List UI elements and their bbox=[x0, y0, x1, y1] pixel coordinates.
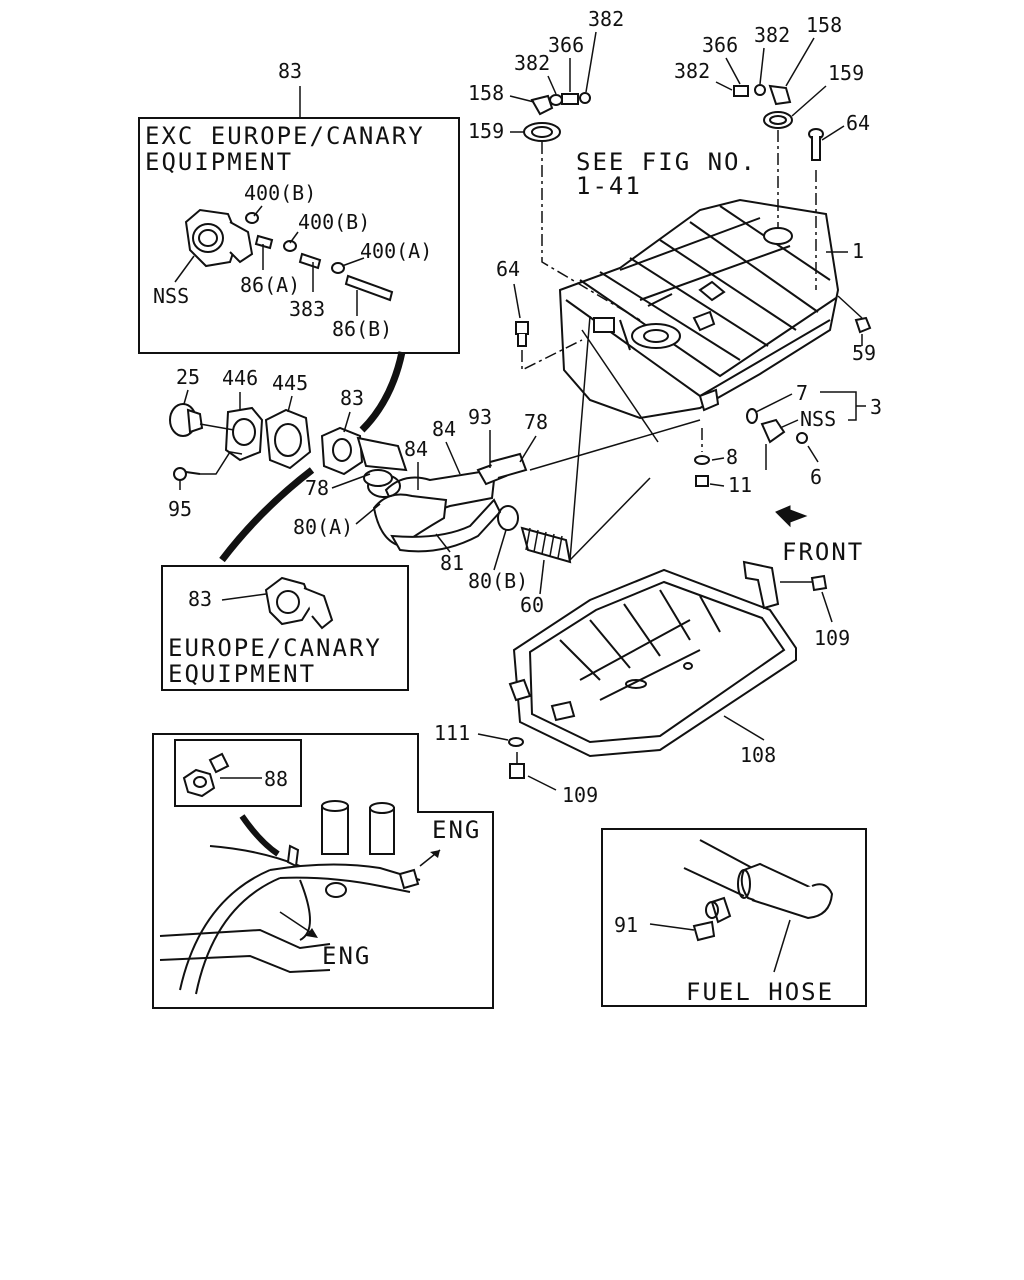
callout-159-b: 159 bbox=[828, 61, 864, 85]
callout-382-d: 382 bbox=[674, 59, 710, 83]
eng-label-lower: ENG bbox=[322, 942, 371, 970]
inset-engine-clip-frame bbox=[174, 739, 302, 807]
callout-86a: 86(A) bbox=[240, 273, 300, 297]
hose-clamps-part bbox=[245, 212, 394, 302]
nut-59-part bbox=[854, 316, 872, 334]
callout-11: 11 bbox=[728, 473, 752, 497]
callout-83-top: 83 bbox=[278, 59, 302, 83]
front-label: FRONT bbox=[782, 538, 864, 566]
callout-446: 446 bbox=[222, 366, 258, 390]
callout-nss: NSS bbox=[800, 407, 836, 431]
see-fig-line-2: 1-41 bbox=[576, 172, 642, 200]
clip-88-part bbox=[182, 752, 230, 798]
callout-81: 81 bbox=[440, 551, 464, 575]
inset-europe-title-2: EQUIPMENT bbox=[168, 660, 316, 688]
callout-400a: 400(A) bbox=[360, 239, 432, 263]
callout-83-europe: 83 bbox=[188, 587, 212, 611]
washer-8-part bbox=[694, 455, 710, 465]
callout-1: 1 bbox=[852, 239, 864, 263]
filler-housing-part bbox=[184, 208, 254, 268]
callout-108: 108 bbox=[740, 743, 776, 767]
europe-filler-housing-part bbox=[264, 576, 334, 630]
callout-382-c: 382 bbox=[754, 23, 790, 47]
hose-60-part bbox=[520, 526, 572, 564]
bolt-64-left bbox=[515, 321, 529, 347]
see-fig-line-1: SEE FIG NO. bbox=[576, 148, 757, 176]
callout-159-a: 159 bbox=[468, 119, 504, 143]
callout-6: 6 bbox=[810, 465, 822, 489]
inset-europe: 83 EUROPE/CANARY EQUIPMENT bbox=[161, 565, 409, 691]
callout-111: 111 bbox=[434, 721, 470, 745]
bolt-109-lower bbox=[509, 752, 525, 779]
inset-fuel-hose-frame bbox=[601, 828, 867, 1007]
callout-88: 88 bbox=[264, 767, 288, 791]
callout-109-upper: 109 bbox=[814, 626, 850, 650]
callout-8: 8 bbox=[726, 445, 738, 469]
inset-engine-frame bbox=[152, 733, 494, 1009]
callout-445: 445 bbox=[272, 371, 308, 395]
callout-80b: 80(B) bbox=[468, 569, 528, 593]
inset-europe-frame bbox=[161, 565, 409, 691]
leader-arc-lower bbox=[219, 467, 315, 563]
gasket-445-part bbox=[264, 408, 312, 470]
callout-7: 7 bbox=[796, 381, 808, 405]
callout-59: 59 bbox=[852, 341, 876, 365]
leader-arc-upper bbox=[359, 351, 406, 433]
bolt-109-upper bbox=[810, 574, 828, 592]
eng-label-upper: ENG bbox=[432, 816, 481, 844]
callout-3: 3 bbox=[870, 395, 882, 419]
inset-exc-europe-title-2: EQUIPMENT bbox=[145, 148, 293, 176]
inset-fuel-hose: 91 FUEL HOSE bbox=[601, 828, 867, 1007]
inset-exc-europe-title-1: EXC EUROPE/CANARY bbox=[145, 122, 425, 150]
inset-exc-europe: EXC EUROPE/CANARY EQUIPMENT 400(B) 400(B… bbox=[138, 117, 460, 354]
callout-382-b: 382 bbox=[514, 51, 550, 75]
inset-exc-europe-frame bbox=[138, 117, 460, 354]
callout-nss-inset: NSS bbox=[153, 284, 189, 308]
housing-83-part bbox=[320, 426, 408, 476]
clamp-80b-part bbox=[497, 505, 519, 531]
inset-europe-title-1: EUROPE/CANARY bbox=[168, 634, 382, 662]
washer-111-part bbox=[508, 737, 524, 747]
callout-366-a: 366 bbox=[548, 33, 584, 57]
inset-engine: 88 ENG ENG bbox=[152, 733, 494, 1009]
callout-80a: 80(A) bbox=[293, 515, 353, 539]
callout-383: 383 bbox=[289, 297, 325, 321]
engine-lines-part bbox=[159, 800, 421, 995]
gasket-446-part bbox=[224, 406, 264, 462]
callout-84-right: 84 bbox=[432, 417, 456, 441]
bolt-11-part bbox=[695, 475, 709, 487]
callout-158-b: 158 bbox=[806, 13, 842, 37]
callout-64-upper: 64 bbox=[846, 111, 870, 135]
tank-protector-part bbox=[508, 560, 797, 758]
fuel-hose-part bbox=[683, 839, 834, 942]
callout-60: 60 bbox=[520, 593, 544, 617]
callout-25: 25 bbox=[176, 365, 200, 389]
callout-109-lower: 109 bbox=[562, 783, 598, 807]
callout-400b-2: 400(B) bbox=[298, 210, 370, 234]
screw-95-part bbox=[173, 467, 201, 481]
sender-unit-part bbox=[746, 408, 808, 470]
callout-84-left: 84 bbox=[404, 437, 428, 461]
callout-382-a: 382 bbox=[588, 7, 624, 31]
callout-91: 91 bbox=[614, 913, 638, 937]
callout-400b-1: 400(B) bbox=[244, 181, 316, 205]
callout-83-mid: 83 bbox=[340, 386, 364, 410]
filler-pipe-84 bbox=[363, 452, 528, 553]
bolt-64-upper bbox=[808, 128, 824, 161]
fuel-cap-part bbox=[169, 403, 204, 437]
callout-93: 93 bbox=[468, 405, 492, 429]
vent-group-right bbox=[733, 84, 793, 129]
callout-78-right: 78 bbox=[524, 410, 548, 434]
callout-158-a: 158 bbox=[468, 81, 504, 105]
fuel-hose-caption: FUEL HOSE bbox=[686, 978, 834, 1006]
callout-64-left: 64 bbox=[496, 257, 520, 281]
callout-78-left: 78 bbox=[305, 476, 329, 500]
callout-95: 95 bbox=[168, 497, 192, 521]
front-arrow-icon bbox=[775, 505, 808, 528]
callout-86b: 86(B) bbox=[332, 317, 392, 341]
fuel-tank-part bbox=[558, 198, 840, 420]
callout-366-b: 366 bbox=[702, 33, 738, 57]
vent-group-left bbox=[523, 92, 591, 142]
